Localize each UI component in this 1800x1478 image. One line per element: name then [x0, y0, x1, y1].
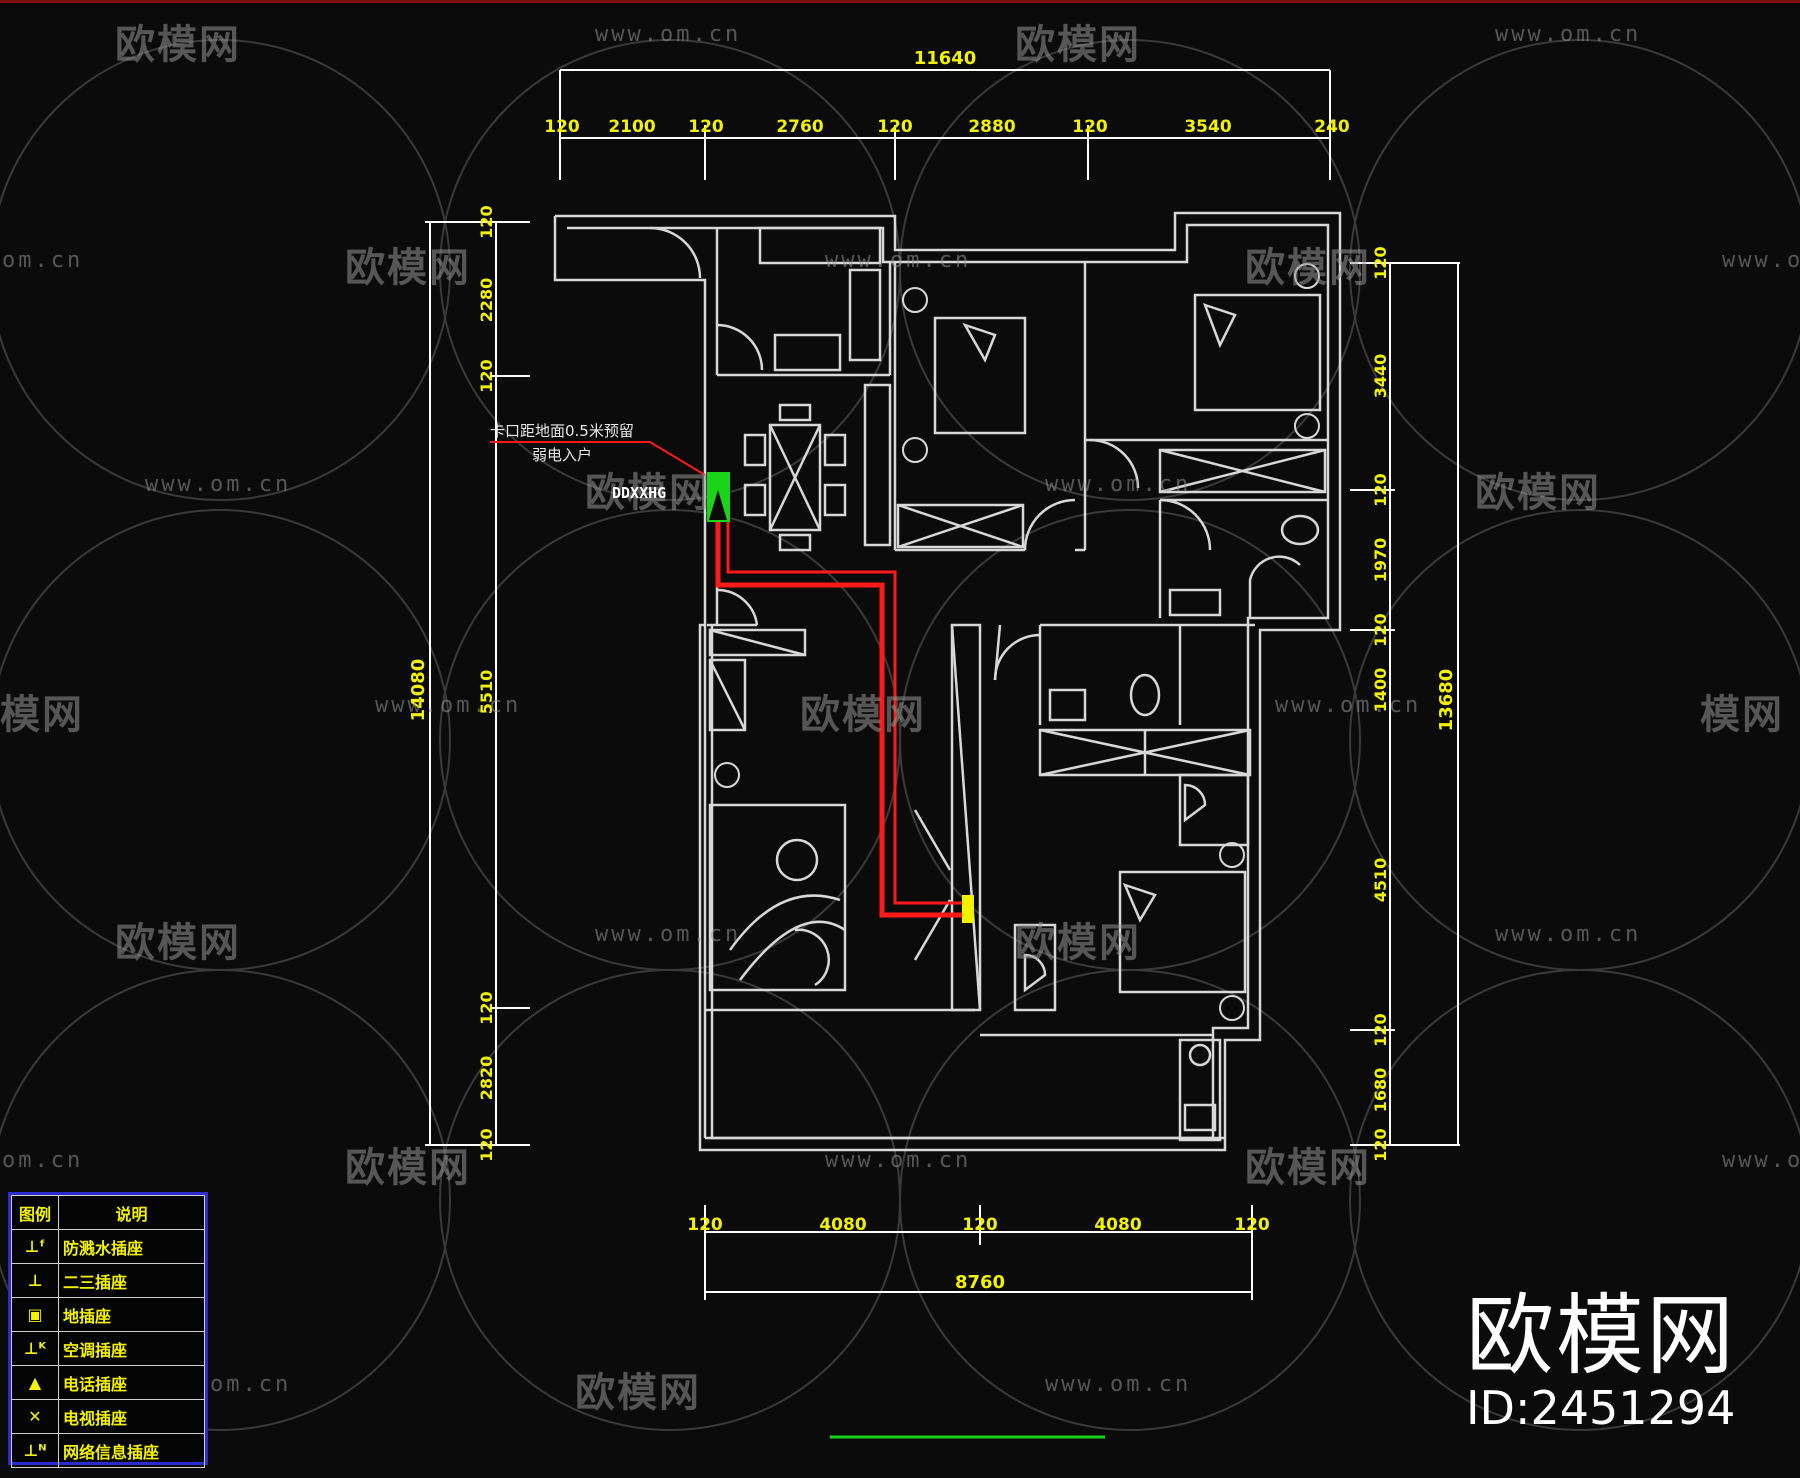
dim-bottom-seg-3: 120 — [962, 1215, 998, 1235]
dim-left-seg-1: 120 — [477, 205, 496, 238]
dim-bottom-seg-5: 120 — [1234, 1215, 1270, 1235]
dim-right-seg-4: 1970 — [1371, 538, 1390, 583]
dim-top-seg-1: 120 — [544, 117, 580, 137]
dim-left-seg-2: 2280 — [477, 278, 496, 323]
legend-row: ⊥ᴷ 空调插座 — [11, 1331, 205, 1366]
legend-table: 图例 说明 ⊥ᶠ 防溅水插座 ⊥ 二三插座 ▣ 地插座 ⊥ᴷ 空调插座 ▲ 电话… — [8, 1192, 208, 1468]
legend-header-desc: 说明 — [58, 1195, 205, 1230]
legend-label: 地插座 — [58, 1297, 205, 1332]
dim-top-seg-8: 3540 — [1184, 117, 1231, 137]
dim-bottom-seg-2: 4080 — [819, 1215, 866, 1235]
phone-socket-icon: ▲ — [28, 1373, 42, 1392]
dim-right-seg-5: 120 — [1371, 613, 1390, 646]
annotation-line-2: 弱电入户 — [532, 446, 593, 464]
dim-left-seg-6: 2820 — [477, 1056, 496, 1101]
legend-row: ✕ 电视插座 — [11, 1399, 205, 1434]
legend-row: ▲ 电话插座 — [11, 1365, 205, 1400]
brand-logo: 欧模网 — [1465, 1284, 1736, 1387]
dim-top-seg-4: 2760 — [776, 117, 823, 137]
dim-top-seg-2: 2100 — [608, 117, 655, 137]
legend-label: 网络信息插座 — [58, 1433, 205, 1468]
legend-label: 电视插座 — [58, 1399, 205, 1434]
dimension-lines — [425, 69, 1460, 1300]
legend-row: ⊥ 二三插座 — [11, 1263, 205, 1298]
dim-right-seg-6: 1400 — [1371, 668, 1390, 713]
annotation-line-1: 卡口距地面0.5米预留 — [490, 422, 634, 440]
brand-id: ID:2451294 — [1465, 1381, 1736, 1435]
dim-top-seg-9: 240 — [1314, 117, 1350, 137]
ac-socket-icon: ⊥ᴷ — [23, 1339, 47, 1358]
dim-right-seg-1: 120 — [1371, 246, 1390, 279]
dim-left-seg-4: 5510 — [477, 670, 496, 715]
dim-right-seg-9: 1680 — [1371, 1068, 1390, 1113]
dim-top-seg-6: 2880 — [968, 117, 1015, 137]
legend-label: 电话插座 — [58, 1365, 205, 1400]
network-socket-icon: ⊥ᴺ — [23, 1441, 47, 1460]
dim-top-seg-3: 120 — [688, 117, 724, 137]
dim-top-seg-7: 120 — [1072, 117, 1108, 137]
top-edge-line — [0, 0, 1800, 3]
dim-bottom-total: 8760 — [955, 1272, 1005, 1293]
floor-socket-icon: ▣ — [27, 1305, 43, 1324]
dim-bottom-seg-1: 120 — [687, 1215, 723, 1235]
terminal-socket — [962, 895, 974, 923]
legend-label: 二三插座 — [58, 1263, 205, 1298]
box-tag: DDXXHG — [612, 484, 667, 502]
dim-bottom-seg-4: 4080 — [1094, 1215, 1141, 1235]
waterproof-socket-icon: ⊥ᶠ — [24, 1237, 46, 1256]
tv-socket-icon: ✕ — [28, 1407, 42, 1426]
walls — [553, 211, 1342, 1152]
watermark-circles — [0, 39, 1800, 1431]
brand-watermark: 欧模网 ID:2451294 — [1465, 1284, 1736, 1435]
legend-header-symbol: 图例 — [11, 1195, 59, 1230]
dim-right-seg-2: 3440 — [1371, 354, 1390, 399]
dim-right-seg-10: 120 — [1371, 1128, 1390, 1161]
dim-left-seg-3: 120 — [477, 359, 496, 392]
cable-run-inner — [726, 518, 970, 905]
dual-socket-icon: ⊥ — [27, 1271, 43, 1290]
legend-row: ⊥ᴺ 网络信息插座 — [11, 1433, 205, 1468]
dim-top-seg-5: 120 — [877, 117, 913, 137]
legend-row: ⊥ᶠ 防溅水插座 — [11, 1229, 205, 1264]
socket-symbols — [714, 263, 1320, 1021]
dim-left-seg-7: 120 — [477, 1128, 496, 1161]
dimension-labels: 11640 120 2100 120 2760 120 2880 120 354… — [408, 48, 1457, 1293]
legend-label: 空调插座 — [58, 1331, 205, 1366]
legend-label: 防溅水插座 — [58, 1229, 205, 1264]
dim-right-seg-8: 120 — [1371, 1013, 1390, 1046]
dim-right-seg-7: 4510 — [1371, 858, 1390, 903]
dim-left-total: 14080 — [408, 659, 429, 722]
dim-right-total: 13680 — [1436, 669, 1457, 732]
dim-right-seg-3: 120 — [1371, 473, 1390, 506]
note-leader — [490, 441, 706, 476]
cable-run — [715, 518, 970, 918]
legend-row: ▣ 地插座 — [11, 1297, 205, 1332]
dim-top-total: 11640 — [914, 48, 977, 69]
dim-left-seg-5: 120 — [477, 991, 496, 1024]
box-arrow-icon — [709, 490, 727, 520]
